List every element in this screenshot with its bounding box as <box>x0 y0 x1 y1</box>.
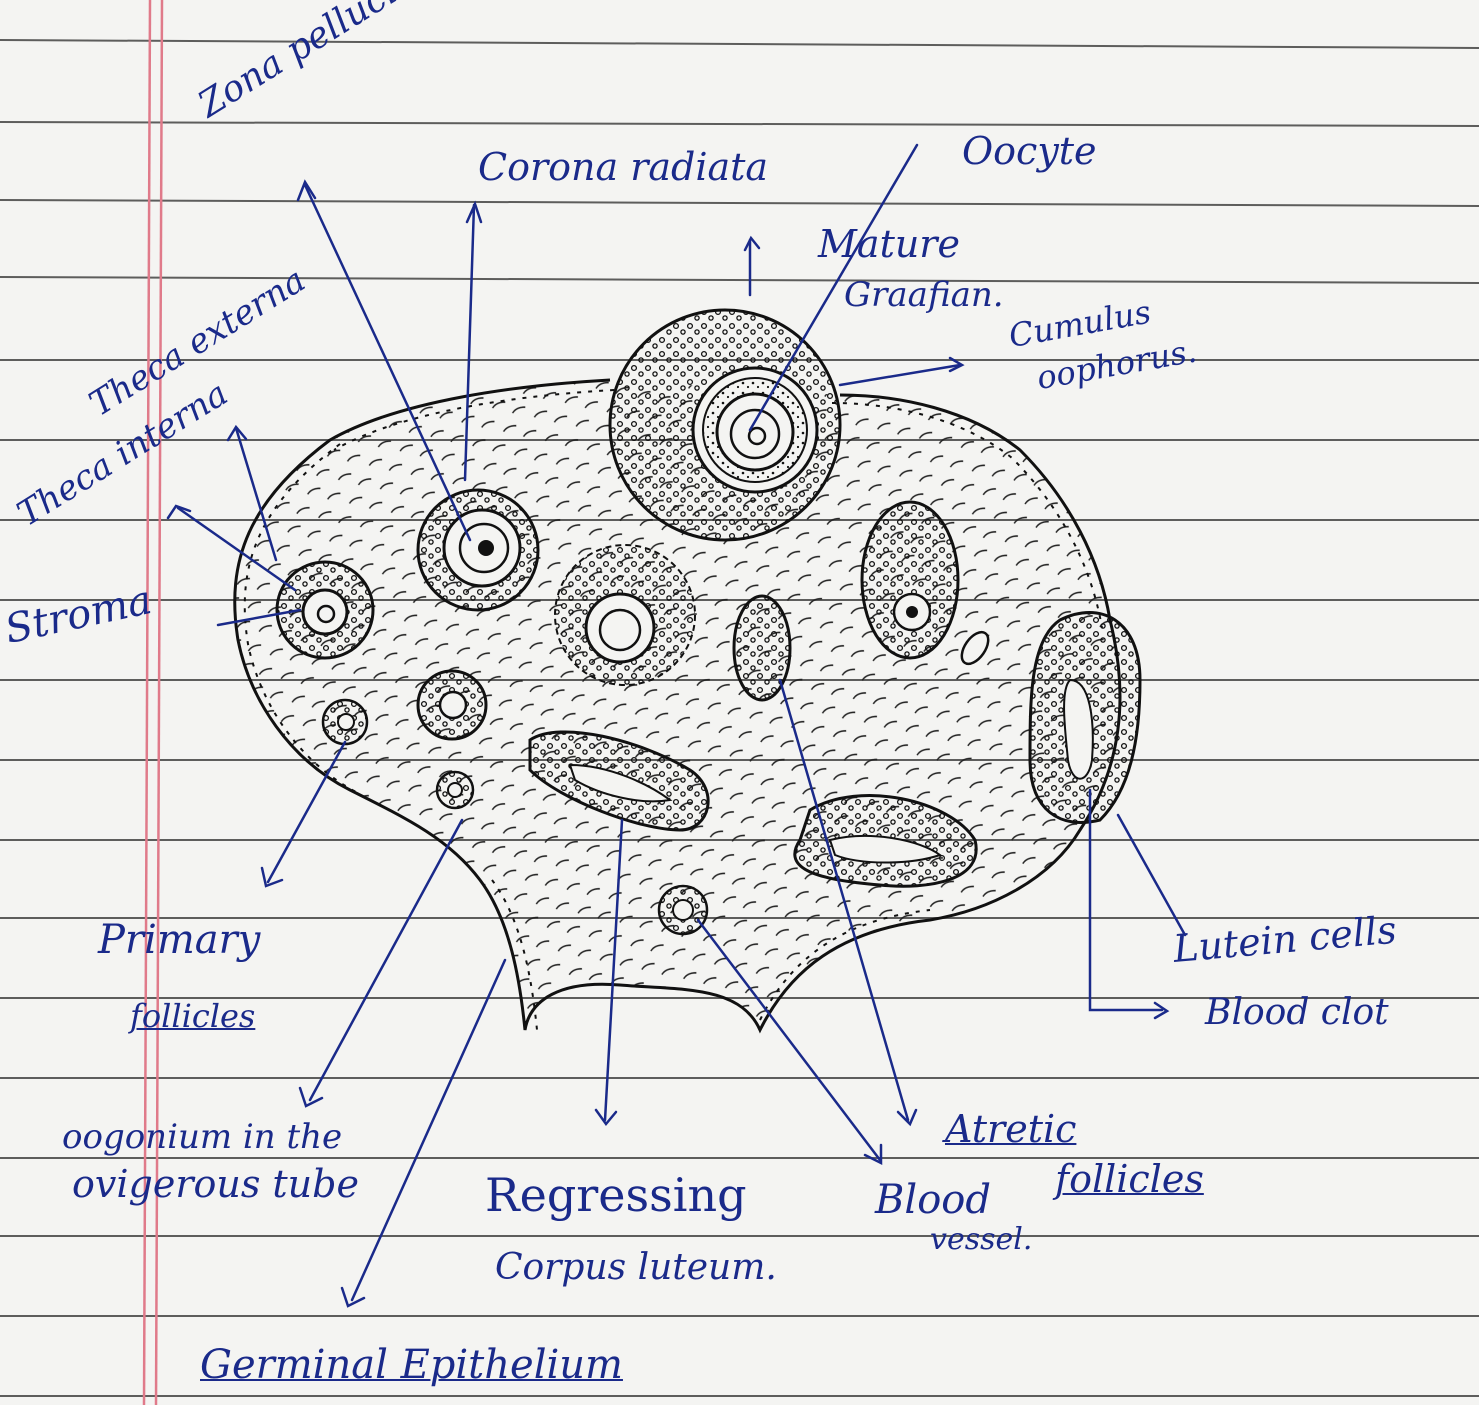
label-oogonium: oogonium in the <box>62 1120 342 1154</box>
label-blood: Blood <box>875 1180 991 1220</box>
corpus-luteum-right <box>1030 613 1140 823</box>
small-follicle-left <box>277 562 373 658</box>
label-vessel: vessel. <box>930 1225 1032 1255</box>
label-ovigerous-tube: ovigerous tube <box>72 1165 359 1203</box>
label-corpus-luteum: Corpus luteum. <box>495 1250 777 1286</box>
central-follicle <box>555 545 695 685</box>
label-regressing: Regressing <box>485 1172 747 1218</box>
label-primary: Primary <box>98 920 260 960</box>
label-atretic: Atretic <box>945 1110 1076 1148</box>
label-atretic-follicles: follicles <box>1055 1160 1204 1198</box>
label-oocyte: Oocyte <box>962 132 1097 170</box>
label-mature: Mature <box>818 225 960 263</box>
label-germinal-epithelium: Germinal Epithelium <box>200 1345 623 1385</box>
label-blood-clot: Blood clot <box>1205 995 1389 1031</box>
graafian-follicle <box>610 310 840 540</box>
secondary-follicle <box>418 490 538 610</box>
label-graafian: Graafian. <box>844 278 1004 312</box>
label-follicles: follicles <box>130 1000 255 1032</box>
label-corona-radiata: Corona radiata <box>478 148 768 186</box>
